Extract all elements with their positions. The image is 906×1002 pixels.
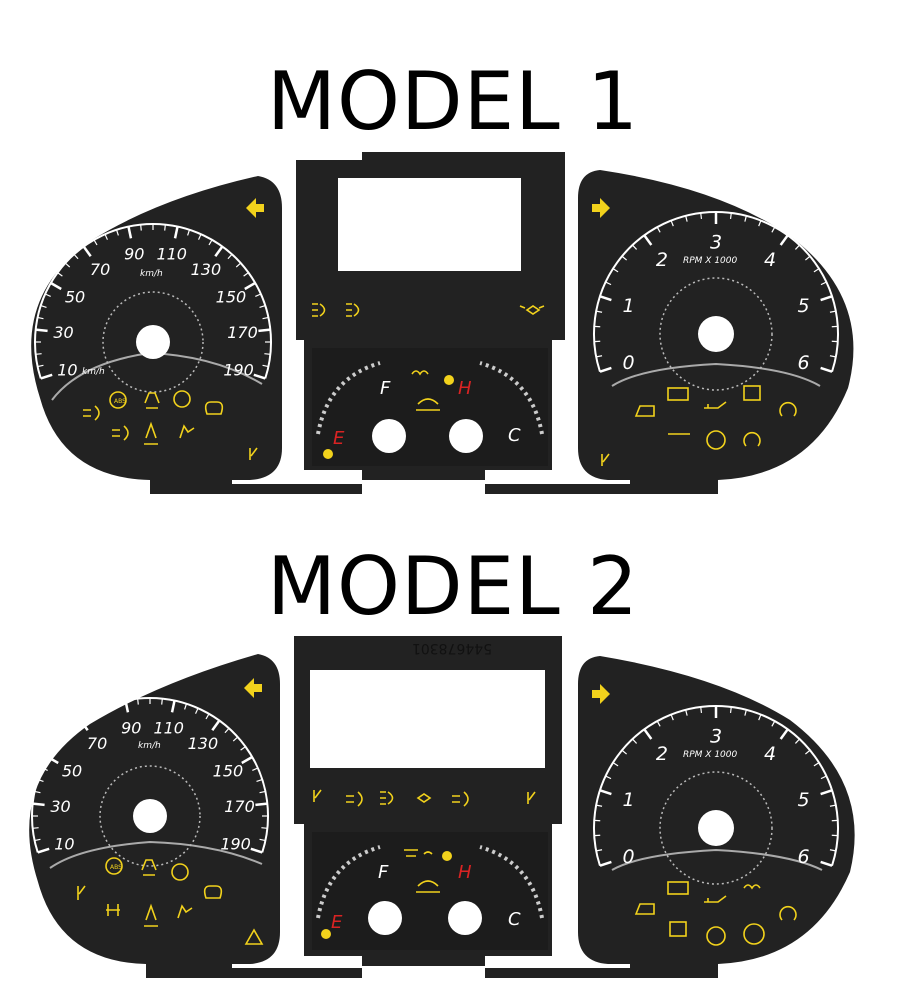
rpm-scale-label: 5 xyxy=(797,789,809,811)
speed-scale-minor-tick xyxy=(165,225,166,231)
rpm-scale-minor-tick xyxy=(731,213,732,219)
tach-needle-hole xyxy=(698,810,734,846)
rpm-scale-label: 6 xyxy=(797,352,809,374)
speed-scale-minor-tick xyxy=(162,699,163,705)
low-fuel-light xyxy=(323,449,333,459)
speed-scale-label: 150 xyxy=(213,762,244,781)
speed-scale-label: 110 xyxy=(153,719,184,738)
rpm-scale-label: 2 xyxy=(656,249,668,271)
speed-scale-minor-tick xyxy=(114,704,116,710)
speed-scale-minor-tick xyxy=(261,828,267,829)
model-1-title: MODEL 1 xyxy=(0,62,906,142)
temp-cold-label: C xyxy=(508,909,521,930)
speed-scale-minor-tick xyxy=(33,828,39,829)
speed-scale-minor-tick xyxy=(62,737,66,741)
rpm-scale-label: 3 xyxy=(710,232,722,254)
rpm-unit: RPM X 1000 xyxy=(683,750,738,760)
speed-scale-major-tick xyxy=(36,330,48,331)
rpm-scale-minor-tick xyxy=(701,213,702,219)
fuel-empty-label: E xyxy=(333,428,345,449)
speed-scale-major-tick xyxy=(255,804,267,805)
abs-label: ABS xyxy=(110,864,122,871)
speed-scale-label: 10 xyxy=(54,834,74,853)
rpm-scale-label: 6 xyxy=(797,846,809,868)
speed-scale-label: 90 xyxy=(124,245,144,264)
speed-scale-label: 190 xyxy=(223,360,254,379)
speed-scale-minor-tick xyxy=(71,728,75,732)
fuel-full-label: F xyxy=(380,378,391,399)
speed-scale-major-tick xyxy=(258,330,270,331)
part-number: 544678301 xyxy=(412,640,492,656)
speed-scale-label: 90 xyxy=(121,719,141,738)
speed-scale-label: 170 xyxy=(224,797,255,816)
overheat-light xyxy=(442,851,452,861)
overheat-light xyxy=(444,375,454,385)
temp-hot-label: H xyxy=(458,378,472,399)
speed-scale-label: 170 xyxy=(227,323,258,342)
speed-unit: km/h xyxy=(140,269,163,279)
speed-scale-label: 50 xyxy=(62,762,82,781)
fuel-needle-hole xyxy=(368,901,402,935)
abs-label: ABS xyxy=(114,398,126,405)
speed-scale-major-tick xyxy=(33,804,45,805)
rpm-scale-label: 1 xyxy=(622,295,634,317)
speed-scale-minor-tick xyxy=(55,747,60,751)
speed-scale-label: 150 xyxy=(216,288,247,307)
speed-scale-label: 70 xyxy=(90,260,110,279)
fuel-empty-label: E xyxy=(331,912,343,933)
needle-hole xyxy=(133,799,167,833)
low-fuel-light xyxy=(321,929,331,939)
speed-scale-label: 70 xyxy=(87,734,107,753)
speed-scale-label: 130 xyxy=(191,260,222,279)
speed-unit-lower: km/h xyxy=(82,367,105,377)
temp-needle-hole xyxy=(448,901,482,935)
rpm-scale-label: 1 xyxy=(622,789,634,811)
rpm-scale-label: 0 xyxy=(622,352,634,374)
rpm-scale-label: 2 xyxy=(656,743,668,765)
model-2-title: MODEL 2 xyxy=(0,547,906,627)
needle-hole xyxy=(136,325,170,359)
fuel-full-label: F xyxy=(378,862,389,883)
rpm-scale-minor-tick xyxy=(701,707,702,713)
speed-scale-label: 130 xyxy=(188,734,219,753)
temp-hot-label: H xyxy=(458,862,472,883)
rpm-scale-label: 3 xyxy=(710,726,722,748)
temp-needle-hole xyxy=(449,419,483,453)
rpm-scale-label: 0 xyxy=(622,846,634,868)
rpm-scale-label: 5 xyxy=(797,295,809,317)
speed-scale-minor-tick xyxy=(141,225,142,231)
tach-needle-hole xyxy=(698,316,734,352)
speed-scale-minor-tick xyxy=(102,708,104,713)
speed-scale-minor-tick xyxy=(91,714,94,719)
speed-scale-label: 30 xyxy=(53,323,73,342)
rpm-scale-label: 4 xyxy=(764,743,776,765)
gauge-recess xyxy=(312,832,548,950)
speed-scale-label: 30 xyxy=(50,797,70,816)
speed-unit: km/h xyxy=(138,741,161,751)
rpm-scale-minor-tick xyxy=(731,707,732,713)
speed-scale-label: 10 xyxy=(57,360,77,379)
speed-scale-minor-tick xyxy=(264,354,270,355)
rpm-unit: RPM X 1000 xyxy=(683,256,738,266)
speed-scale-minor-tick xyxy=(138,699,139,705)
speed-scale-label: 50 xyxy=(65,288,85,307)
temp-cold-label: C xyxy=(508,425,521,446)
speed-scale-label: 190 xyxy=(220,834,251,853)
speed-scale-label: 110 xyxy=(156,245,187,264)
display-window xyxy=(338,178,521,271)
display-window xyxy=(310,670,545,768)
fuel-needle-hole xyxy=(372,419,406,453)
rpm-scale-label: 4 xyxy=(764,249,776,271)
speed-scale-minor-tick xyxy=(36,354,42,355)
gauge-recess xyxy=(312,348,548,466)
